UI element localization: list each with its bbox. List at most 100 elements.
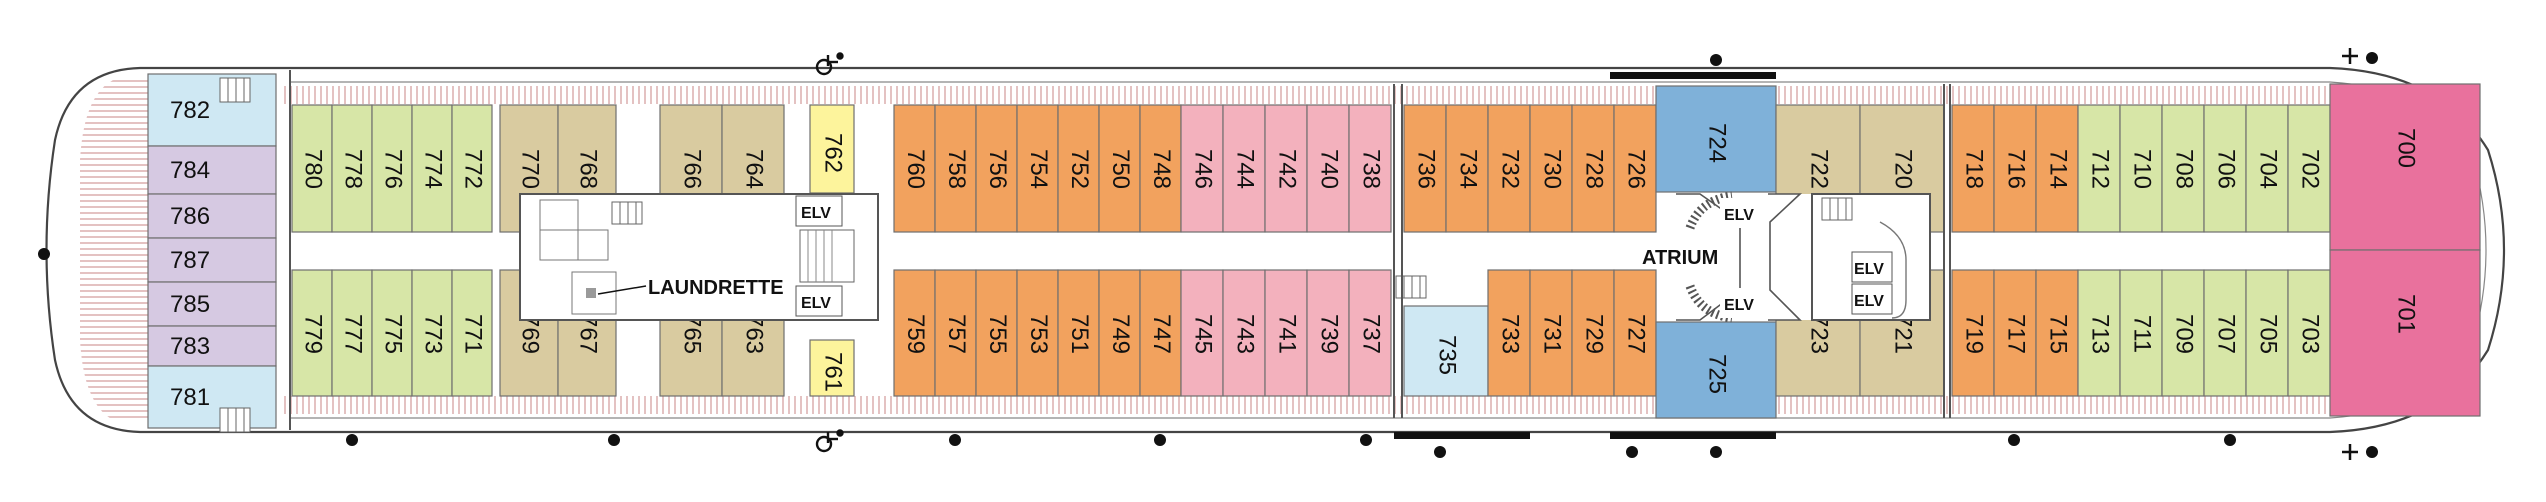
cabin-number: 774 [420, 149, 447, 189]
cabin-715[interactable]: 715 [2035, 269, 2079, 397]
cabin-703[interactable]: 703 [2287, 269, 2331, 397]
cabin-749[interactable]: 749 [1098, 269, 1141, 397]
cabin-735[interactable]: 735 [1403, 305, 1489, 397]
cabin-704[interactable]: 704 [2245, 104, 2289, 233]
cabin-741[interactable]: 741 [1264, 269, 1308, 397]
cabin-shape [331, 269, 373, 397]
cabin-776[interactable]: 776 [371, 104, 413, 233]
cabin-shape [1348, 269, 1392, 397]
cabin-713[interactable]: 713 [2077, 269, 2121, 397]
cabin-shape [147, 281, 277, 327]
cabin-shape [291, 269, 333, 397]
cabin-742[interactable]: 742 [1264, 104, 1308, 233]
cabin-761[interactable]: 761 [809, 339, 855, 397]
cabin-707[interactable]: 707 [2203, 269, 2247, 397]
cabin-number: 764 [741, 149, 768, 189]
cabin-752[interactable]: 752 [1057, 104, 1100, 233]
cabin-753[interactable]: 753 [1016, 269, 1059, 397]
cabin-724[interactable]: 724 [1655, 85, 1777, 193]
cabin-718[interactable]: 718 [1951, 104, 1995, 233]
cabin-777[interactable]: 777 [331, 269, 373, 397]
cabin-751[interactable]: 751 [1057, 269, 1100, 397]
cabin-number: 708 [2171, 149, 2198, 189]
cabin-702[interactable]: 702 [2287, 104, 2331, 233]
cabin-733[interactable]: 733 [1487, 269, 1531, 397]
cabin-739[interactable]: 739 [1306, 269, 1350, 397]
cabin-748[interactable]: 748 [1139, 104, 1182, 233]
cabin-740[interactable]: 740 [1306, 104, 1350, 233]
aft-hatch [80, 78, 148, 422]
cabin-708[interactable]: 708 [2161, 104, 2205, 233]
cabin-726[interactable]: 726 [1613, 104, 1657, 233]
cabin-732[interactable]: 732 [1487, 104, 1531, 233]
cabin-number: 731 [1539, 314, 1566, 354]
cabin-736[interactable]: 736 [1403, 104, 1447, 233]
stairs-icon [799, 229, 855, 283]
cabin-772[interactable]: 772 [451, 104, 493, 233]
cabin-759[interactable]: 759 [893, 269, 936, 397]
cabin-shape [1613, 269, 1657, 397]
cabin-shape [1403, 104, 1447, 233]
cabin-783[interactable]: 783 [147, 325, 277, 367]
elevator-left-lower [795, 285, 843, 317]
cabin-744[interactable]: 744 [1222, 104, 1266, 233]
cabin-750[interactable]: 750 [1098, 104, 1141, 233]
cabin-731[interactable]: 731 [1529, 269, 1573, 397]
cabin-745[interactable]: 745 [1180, 269, 1224, 397]
cabin-727[interactable]: 727 [1613, 269, 1657, 397]
cabin-738[interactable]: 738 [1348, 104, 1392, 233]
cabin-757[interactable]: 757 [934, 269, 977, 397]
cabin-728[interactable]: 728 [1571, 104, 1615, 233]
cabin-781[interactable]: 781 [147, 365, 277, 429]
cabin-754[interactable]: 754 [1016, 104, 1059, 233]
cabin-729[interactable]: 729 [1571, 269, 1615, 397]
cabin-787[interactable]: 787 [147, 237, 277, 283]
cabin-shape [2161, 269, 2205, 397]
cabin-shape [2287, 104, 2331, 233]
cabin-701[interactable]: 701 [2329, 249, 2481, 417]
cabin-730[interactable]: 730 [1529, 104, 1573, 233]
wheelchair-accessible-icon [815, 52, 844, 453]
cabin-734[interactable]: 734 [1445, 104, 1489, 233]
cabin-762[interactable]: 762 [809, 104, 855, 194]
cabin-755[interactable]: 755 [975, 269, 1018, 397]
cabin-774[interactable]: 774 [411, 104, 453, 233]
cabin-737[interactable]: 737 [1348, 269, 1392, 397]
cabin-746[interactable]: 746 [1180, 104, 1224, 233]
cabin-705[interactable]: 705 [2245, 269, 2289, 397]
cabin-709[interactable]: 709 [2161, 269, 2205, 397]
cabin-712[interactable]: 712 [2077, 104, 2121, 233]
cabin-775[interactable]: 775 [371, 269, 413, 397]
elevator-label: ELV [801, 295, 831, 312]
cabin-785[interactable]: 785 [147, 281, 277, 327]
elevator-label: ELV [1854, 261, 1884, 278]
cabin-771[interactable]: 771 [451, 269, 493, 397]
cabin-756[interactable]: 756 [975, 104, 1018, 233]
cabin-778[interactable]: 778 [331, 104, 373, 233]
cabin-shape [1057, 104, 1100, 233]
service-room [577, 229, 609, 261]
stairs-icon [219, 407, 251, 433]
cabin-706[interactable]: 706 [2203, 104, 2247, 233]
cabin-714[interactable]: 714 [2035, 104, 2079, 233]
cabin-shape [1348, 104, 1392, 233]
cabin-number: 742 [1274, 149, 1301, 189]
cabin-700[interactable]: 700 [2329, 83, 2481, 251]
cabin-760[interactable]: 760 [893, 104, 936, 233]
cabin-784[interactable]: 784 [147, 145, 277, 195]
cabin-710[interactable]: 710 [2119, 104, 2163, 233]
cabin-743[interactable]: 743 [1222, 269, 1266, 397]
cabin-717[interactable]: 717 [1993, 269, 2037, 397]
cabin-780[interactable]: 780 [291, 104, 333, 233]
cabin-shape [2035, 269, 2079, 397]
cabin-773[interactable]: 773 [411, 269, 453, 397]
cabin-758[interactable]: 758 [934, 104, 977, 233]
cabin-719[interactable]: 719 [1951, 269, 1995, 397]
cabin-786[interactable]: 786 [147, 193, 277, 239]
cabin-725[interactable]: 725 [1655, 321, 1777, 419]
cabin-716[interactable]: 716 [1993, 104, 2037, 233]
cabin-747[interactable]: 747 [1139, 269, 1182, 397]
cabin-779[interactable]: 779 [291, 269, 333, 397]
cabin-711[interactable]: 711 [2119, 269, 2163, 397]
cabin-782[interactable]: 782 [147, 73, 277, 147]
